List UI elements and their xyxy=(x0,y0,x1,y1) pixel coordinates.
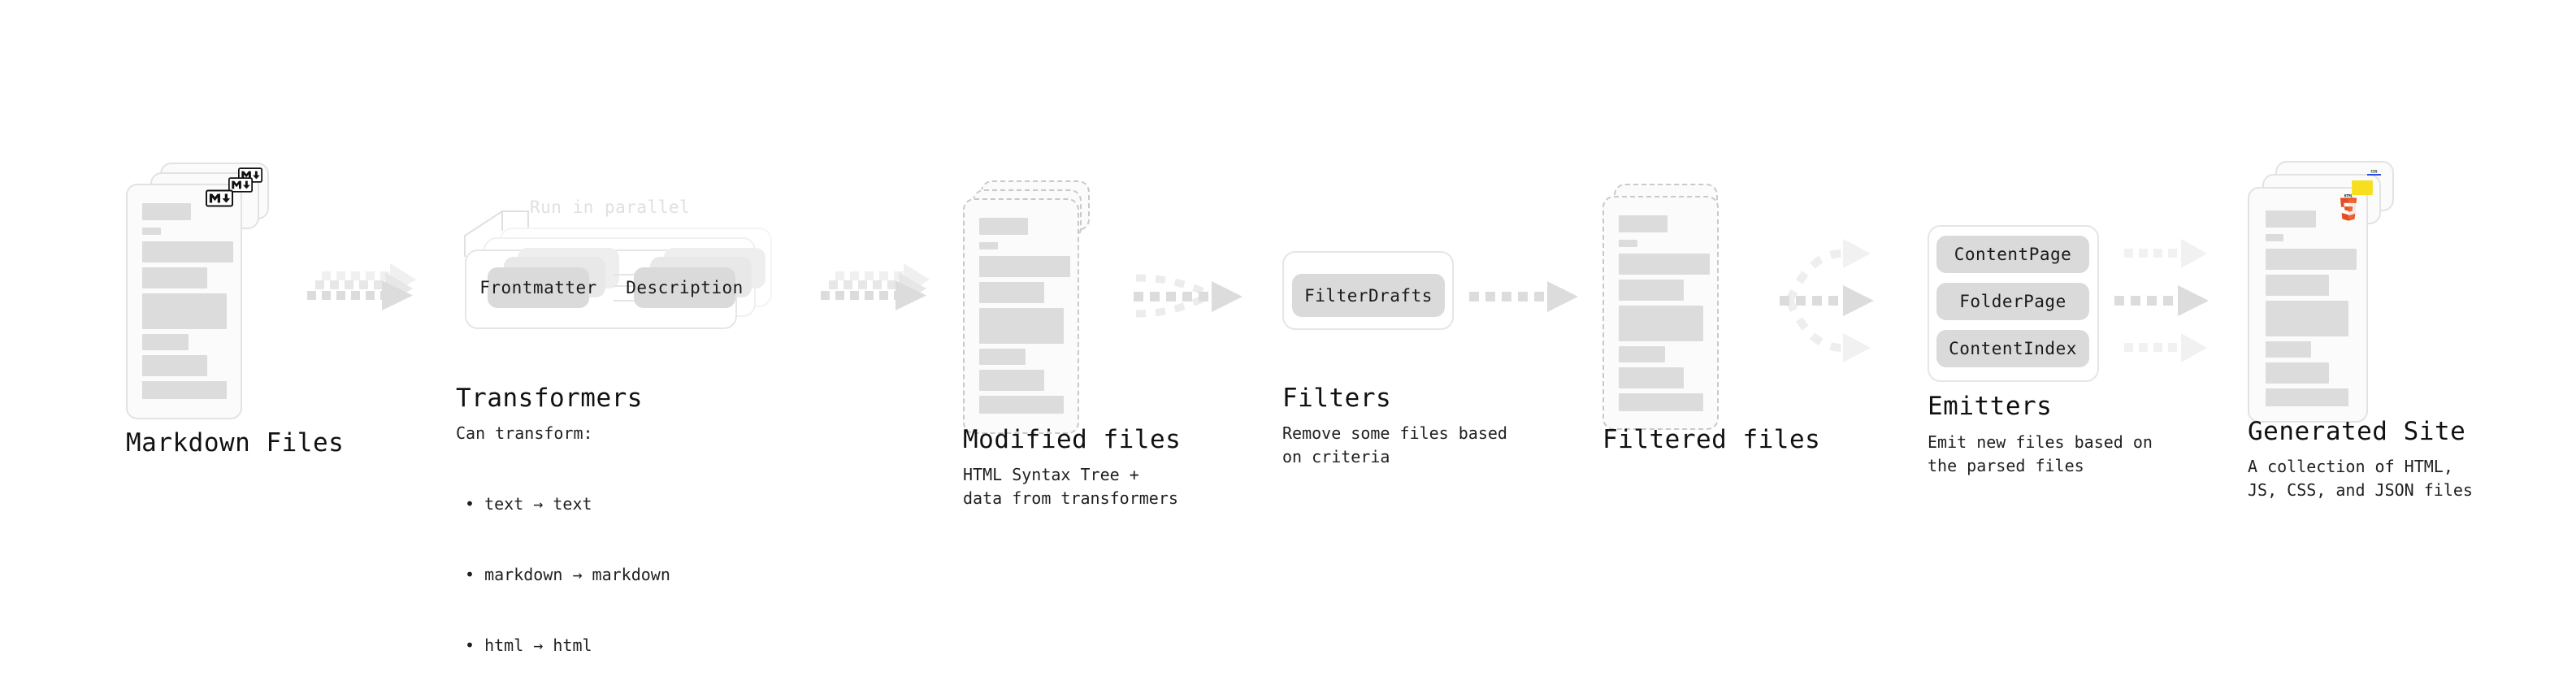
emitters-caption: Emit new files based on the parsed files xyxy=(1928,432,2153,475)
arrow-emitters-to-site xyxy=(2114,239,2209,362)
transformers-bullet-1: markdown → markdown xyxy=(465,563,670,587)
modified-file-card-front xyxy=(963,198,1079,434)
transformers-caption-intro: Can transform: xyxy=(456,423,593,443)
generated-site-caption: A collection of HTML, JS, CSS, and JSON … xyxy=(2248,457,2473,500)
arrow-modified-to-filters xyxy=(1134,274,1242,318)
transformer-pill-frontmatter[interactable]: Frontmatter xyxy=(479,267,596,308)
run-in-parallel-bracket xyxy=(464,210,529,257)
transformers-bullet-0: text → text xyxy=(465,492,670,516)
emitter-pill-contentindex[interactable]: ContentIndex xyxy=(1936,330,2089,367)
svg-text:HTML: HTML xyxy=(2344,193,2353,198)
css3-icon: CSS xyxy=(2366,167,2383,183)
markdown-file-card-front xyxy=(126,184,242,419)
arrow-markdown-to-transformers xyxy=(307,263,416,310)
site-file-card-front xyxy=(2248,187,2368,423)
transformers-bullet-2: html → html xyxy=(465,634,670,657)
generated-site-title: Generated Site xyxy=(2248,417,2466,446)
arrow-transformers-to-modified xyxy=(821,263,930,310)
emitter-pill-contentpage[interactable]: ContentPage xyxy=(1936,236,2089,273)
modified-files-title: Modified files xyxy=(963,425,1182,454)
transformers-bullet-list: text → text markdown → markdown html → h… xyxy=(465,445,670,681)
transformers-title: Transformers xyxy=(456,384,643,413)
filters-title: Filters xyxy=(1282,384,1392,413)
markdown-files-title: Markdown Files xyxy=(126,428,345,458)
html5-icon: HTML xyxy=(2337,193,2360,224)
javascript-icon xyxy=(2352,180,2373,198)
emitters-title: Emitters xyxy=(1928,392,2053,421)
filter-pill-filterdrafts[interactable]: FilterDrafts xyxy=(1292,274,1445,317)
arrow-filtered-to-emitters xyxy=(1780,239,1874,362)
markdown-icon xyxy=(206,189,233,210)
filtered-files-title: Filtered files xyxy=(1602,425,1821,454)
filtered-file-card-front xyxy=(1602,196,1719,430)
svg-text:CSS: CSS xyxy=(2370,170,2377,175)
markdown-icon-back-1 xyxy=(228,177,253,196)
transformer-pill-description[interactable]: Description xyxy=(626,267,743,308)
arrow-filters-to-filtered xyxy=(1469,281,1578,312)
run-in-parallel-label: Run in parallel xyxy=(530,197,691,217)
filters-caption: Remove some files based on criteria xyxy=(1282,423,1507,466)
emitter-pill-folderpage[interactable]: FolderPage xyxy=(1936,283,2089,320)
modified-files-caption: HTML Syntax Tree + data from transformer… xyxy=(963,465,1178,508)
